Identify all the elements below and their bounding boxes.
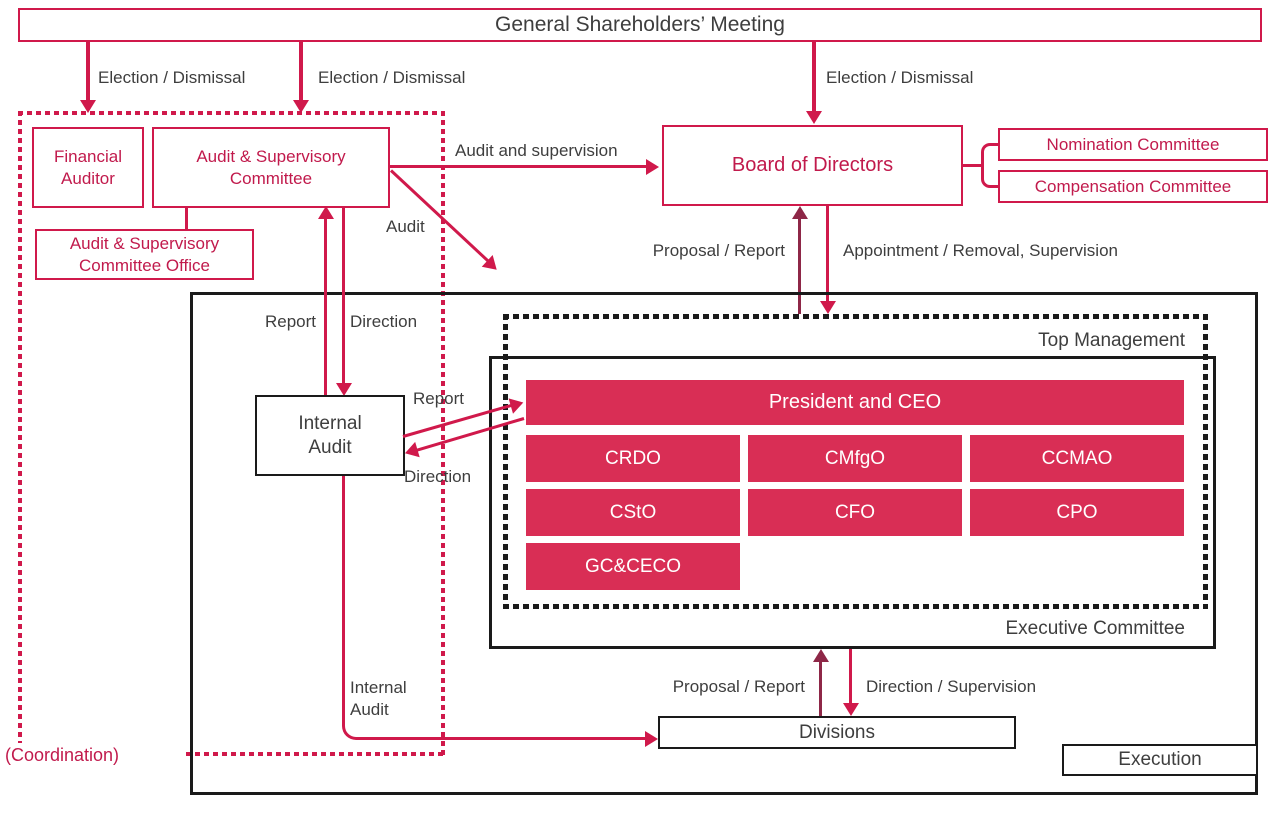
- label-executive-committee: Executive Committee: [1005, 618, 1185, 639]
- label-direction-supervision: Direction / Supervision: [866, 677, 1037, 696]
- label-proposal-report-bottom: Proposal / Report: [672, 677, 805, 696]
- connector-committee-office: [185, 208, 188, 229]
- csto-box: CStO: [526, 489, 740, 536]
- top-management-dotted-top: [503, 314, 1208, 319]
- arrow-line-direction-down: [342, 208, 345, 384]
- cpo-box: CPO: [970, 489, 1184, 536]
- coordination-dotted-right: [441, 111, 445, 756]
- label-ia-direction: Direction: [404, 467, 472, 486]
- arrow-head-up-icon: [318, 206, 334, 219]
- compensation-committee-box: Compensation Committee: [998, 170, 1268, 203]
- cmfgo-box: CMfgO: [748, 435, 962, 482]
- label-report-vertical: Report: [264, 312, 316, 331]
- executive-committee-box: [489, 356, 1216, 649]
- arrow-head-down-icon: [843, 703, 859, 716]
- arrow-head-down-icon: [80, 100, 96, 113]
- execution-boundary-box: [190, 292, 1258, 795]
- arrow-head-down-icon: [293, 100, 309, 113]
- audit-supervisory-committee-box: Audit & Supervisory Committee: [152, 127, 390, 208]
- ccmao-box: CCMAO: [970, 435, 1184, 482]
- label-audit-and-supervision: Audit and supervision: [455, 141, 618, 160]
- audit-supervisory-committee-office-box: Audit & Supervisory Committee Office: [35, 229, 254, 280]
- bracket-connector-line: [963, 164, 983, 167]
- gc-ceco-box: GC&CECO: [526, 543, 740, 590]
- arrow-head-up-icon: [792, 206, 808, 219]
- nomination-committee-box: Nomination Committee: [998, 128, 1268, 161]
- label-proposal-report-top: Proposal / Report: [652, 241, 785, 260]
- internal-audit-path-corner: [342, 718, 365, 740]
- label-ia-report: Report: [413, 389, 465, 408]
- bracket-shape: [981, 143, 998, 188]
- top-management-dotted-right: [1203, 314, 1208, 609]
- internal-audit-box: Internal Audit: [255, 395, 405, 476]
- label-appointment-removal-supervision: Appointment / Removal, Supervision: [843, 241, 1118, 260]
- arrow-head-right-icon: [646, 159, 659, 175]
- arrow-line-election-committee: [299, 42, 303, 101]
- cfo-box: CFO: [748, 489, 962, 536]
- arrow-head-icon: [482, 254, 503, 276]
- execution-box: Execution: [1062, 744, 1258, 776]
- top-management-dotted-left: [503, 314, 508, 609]
- label-direction-vertical: Direction: [350, 312, 418, 331]
- coordination-dotted-left: [18, 111, 22, 743]
- label-election-dismissal-3: Election / Dismissal: [826, 68, 974, 87]
- label-election-dismissal-1: Election / Dismissal: [98, 68, 246, 87]
- financial-auditor-box: Financial Auditor: [32, 127, 144, 208]
- label-coordination: (Coordination): [5, 745, 120, 765]
- coordination-dotted-top: [18, 111, 445, 115]
- arrow-line-direction-supervision: [849, 649, 852, 703]
- label-top-management: Top Management: [1038, 330, 1185, 351]
- coordination-dotted-bottom: [186, 752, 445, 756]
- divisions-box: Divisions: [658, 716, 1016, 749]
- label-election-dismissal-2: Election / Dismissal: [318, 68, 466, 87]
- arrow-line-report-up: [324, 219, 327, 395]
- arrow-line-election-board: [812, 42, 816, 112]
- arrow-head-down-icon: [806, 111, 822, 124]
- arrow-line-election-financial-auditor: [86, 42, 90, 101]
- general-shareholders-meeting-box: General Shareholders’ Meeting: [18, 8, 1262, 42]
- board-of-directors-box: Board of Directors: [662, 125, 963, 206]
- arrow-line-audit-supervision: [390, 165, 646, 168]
- arrow-line-proposal-report-bottom: [819, 662, 822, 716]
- arrow-line-appointment: [826, 206, 829, 302]
- label-audit: Audit: [386, 217, 425, 236]
- label-internal-audit-path: Internal Audit: [350, 678, 407, 720]
- internal-audit-path-horizontal: [363, 737, 647, 740]
- president-ceo-box: President and CEO: [526, 380, 1184, 425]
- top-management-dotted-bottom: [503, 604, 1208, 609]
- arrow-head-right-icon: [645, 731, 658, 747]
- crdo-box: CRDO: [526, 435, 740, 482]
- arrow-line-proposal-report-top: [798, 219, 801, 314]
- arrow-head-down-icon: [336, 383, 352, 396]
- arrow-head-down-icon: [820, 301, 836, 314]
- arrow-head-up-icon: [813, 649, 829, 662]
- internal-audit-path-vertical: [342, 476, 345, 719]
